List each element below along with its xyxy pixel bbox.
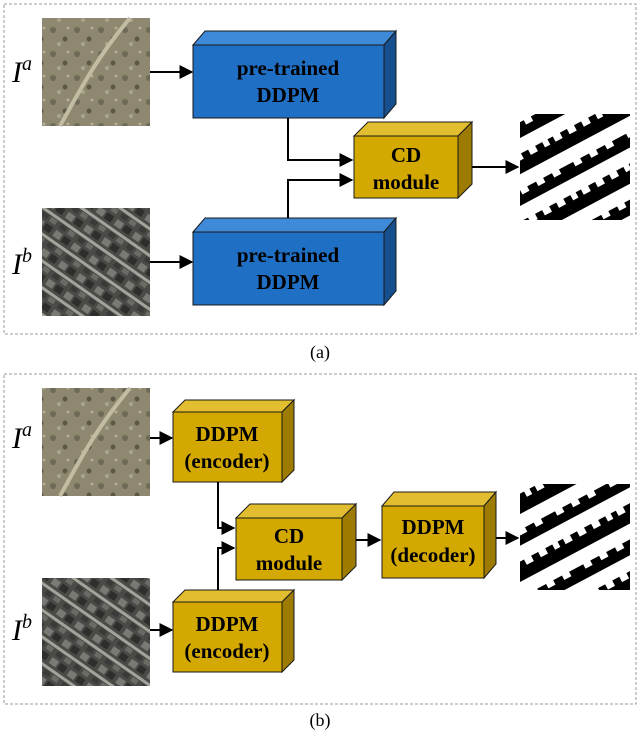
panel-a-ddpm-block-bottom: pre-trained DDPM	[191, 216, 398, 307]
panel-a-frame	[3, 3, 637, 335]
panel-a-cd-line1: CD	[391, 143, 421, 167]
panel-a-arrow-bottom-to-cd	[287, 173, 354, 218]
panel-a-input-b-label: Ib	[11, 245, 32, 281]
panel-a-image-b	[42, 208, 150, 316]
panel-a-ddpm-top-line2: DDPM	[257, 83, 320, 107]
panel-b-encoder-top: DDPM (encoder)	[171, 398, 296, 484]
panel-b-input-b-label: Ib	[11, 611, 32, 647]
panel-b-encoder-bottom: DDPM (encoder)	[171, 588, 296, 674]
panel-b-change-map	[520, 484, 630, 590]
panel-a-input-a-label: Ia	[11, 53, 32, 89]
panel-b-frame	[3, 373, 637, 705]
panel-a-ddpm-block-top: pre-trained DDPM	[191, 29, 398, 120]
panel-b-arrow-encoder-bottom-to-cd	[217, 541, 236, 590]
panel-a-ddpm-top-line1: pre-trained	[237, 56, 340, 80]
panel-b-cd-line1: CD	[274, 524, 304, 548]
panel-a-change-map	[520, 114, 630, 220]
panel-b-arrow-encoder-top-to-cd	[217, 482, 236, 535]
panel-a-arrow-top-to-cd	[287, 118, 354, 167]
panel-b-encoder-top-line1: DDPM	[196, 422, 259, 446]
panel-b-decoder-line2: (decoder)	[390, 543, 475, 567]
panel-b-image-a	[42, 388, 150, 496]
panel-b-image-b	[42, 578, 150, 686]
panel-a-cd-line2: module	[373, 170, 440, 194]
panel-b-encoder-bottom-line1: DDPM	[196, 612, 259, 636]
panel-b-cd-line2: module	[256, 551, 323, 575]
panel-b-decoder: DDPM (decoder)	[380, 490, 498, 580]
panel-a-image-a	[42, 18, 150, 126]
panel-b-encoder-top-line2: (encoder)	[184, 449, 269, 473]
panel-b-input-a-label: Ia	[11, 419, 32, 455]
panel-b-decoder-line1: DDPM	[402, 515, 465, 539]
panel-a-image-a-path	[58, 16, 132, 127]
panel-a-caption: (a)	[310, 342, 330, 363]
panel-b-caption: (b)	[310, 710, 331, 731]
panel-a-ddpm-bottom-line2: DDPM	[257, 270, 320, 294]
panel-a-cd-module: CD module	[352, 120, 474, 200]
panel-b-encoder-bottom-line2: (encoder)	[184, 639, 269, 663]
panel-b-image-a-path	[58, 386, 132, 497]
panel-b-cd-module: CD module	[234, 502, 358, 582]
panel-a-ddpm-bottom-line1: pre-trained	[237, 243, 340, 267]
